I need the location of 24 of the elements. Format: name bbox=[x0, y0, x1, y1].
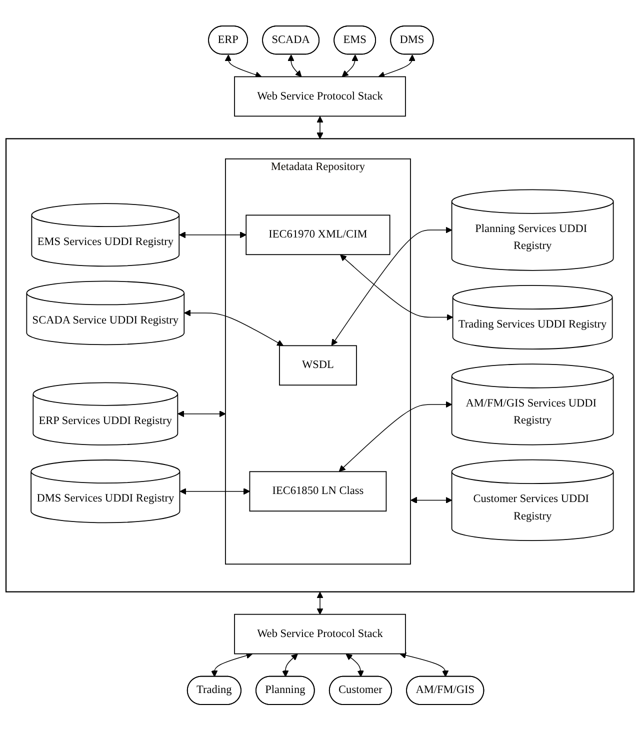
node-box: Web Service Protocol Stack bbox=[234, 76, 406, 117]
arrow bbox=[316, 116, 324, 140]
node-box: IEC61970 XML/CIM bbox=[246, 214, 390, 256]
arrow bbox=[346, 654, 364, 678]
arrow bbox=[184, 310, 284, 346]
arrow bbox=[180, 488, 250, 495]
arrow bbox=[178, 410, 226, 418]
arrow bbox=[338, 401, 452, 472]
arrow bbox=[400, 652, 449, 678]
node-box: Web Service Protocol Stack bbox=[234, 614, 406, 654]
arrow bbox=[378, 54, 416, 78]
node-box: WSDL bbox=[279, 345, 357, 386]
arrow bbox=[288, 54, 302, 78]
arrow bbox=[331, 226, 452, 346]
arrow bbox=[282, 654, 298, 678]
cluster bbox=[5, 138, 635, 593]
arrow bbox=[340, 254, 454, 321]
arrow bbox=[342, 54, 358, 78]
arrow bbox=[179, 232, 246, 238]
arrow bbox=[224, 54, 262, 78]
arrow bbox=[211, 652, 253, 678]
arrow bbox=[316, 592, 324, 615]
arrow bbox=[410, 497, 452, 504]
node-box: IEC61850 LN Class bbox=[249, 471, 387, 512]
